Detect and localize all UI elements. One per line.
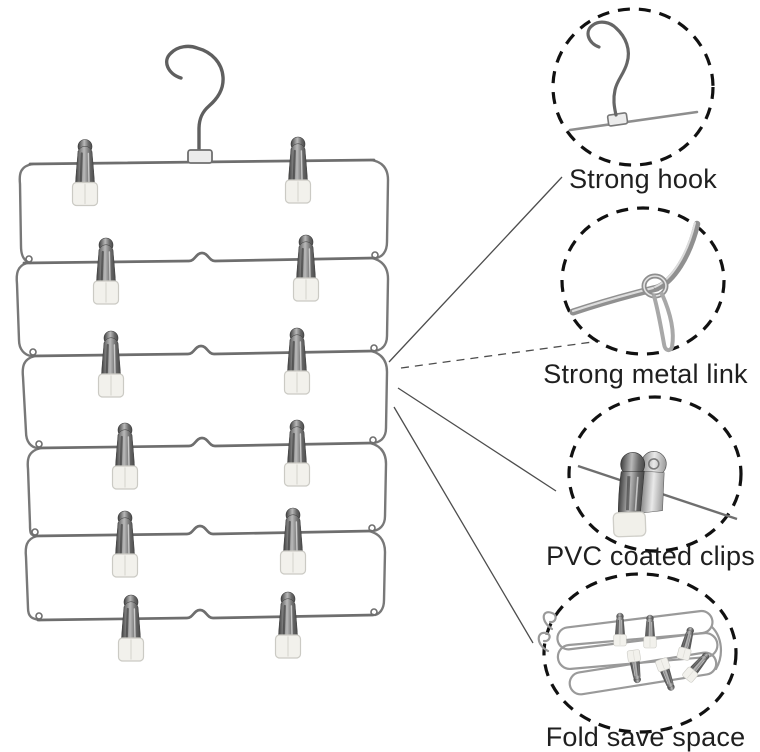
- callout-line-fold: [393, 406, 534, 644]
- hanger-product-image: [15, 44, 390, 663]
- hanger-wire-joints: [25, 251, 379, 620]
- hanger-clip: [117, 593, 145, 663]
- hook-detail-icon: [568, 20, 699, 132]
- hanger-side-wires-left: [15, 162, 43, 622]
- hanger-clip: [111, 509, 139, 579]
- hanger-clip: [283, 326, 311, 396]
- callout-label-pvc-coated-clips: PVC coated clips: [546, 541, 755, 571]
- hanger-clip: [97, 329, 125, 399]
- hanger-clip: [274, 590, 302, 660]
- callout-lines: [388, 176, 601, 644]
- callout-line-clips: [397, 387, 557, 492]
- callout-circle-strong-metal-link: [560, 206, 726, 356]
- hanger-side-wires-right: [367, 158, 390, 617]
- hanger-tier-bar: [22, 251, 376, 265]
- hanger-clip: [71, 138, 99, 207]
- hanger-hook-link: [187, 149, 213, 164]
- callout-circle-strong-hook: [551, 7, 715, 167]
- hanger-clip: [279, 506, 307, 576]
- hanger-clip: [283, 418, 311, 488]
- clip-detail-icon: [577, 451, 738, 538]
- hanger-tier-bar: [36, 436, 374, 450]
- folded-hanger-detail-icon: [537, 609, 722, 696]
- callout-circle-pvc-coated-clips: [567, 395, 743, 553]
- hanger-tier-bar: [30, 344, 375, 358]
- hanger-tier-bar: [32, 524, 373, 538]
- hanger-tier-bars: [22, 158, 376, 622]
- hanger-clips: [71, 135, 320, 663]
- callout-label-strong-hook: Strong hook: [569, 164, 717, 194]
- callout-line-hook: [388, 176, 563, 363]
- hanger-tier-bar: [36, 608, 375, 622]
- hanger-hook: [165, 44, 225, 153]
- hanger-clip: [284, 135, 312, 205]
- callout-circle-fold-save-space: [537, 572, 738, 734]
- hanger-clip: [111, 421, 139, 491]
- hanger-clip: [92, 236, 120, 306]
- hanger-clip: [292, 233, 320, 303]
- callout-line-metal-link: [400, 340, 601, 369]
- callout-label-strong-metal-link: Strong metal link: [543, 359, 748, 389]
- metal-link-detail-icon: [569, 220, 701, 353]
- callout-label-fold-save-space: Fold save space: [545, 722, 746, 752]
